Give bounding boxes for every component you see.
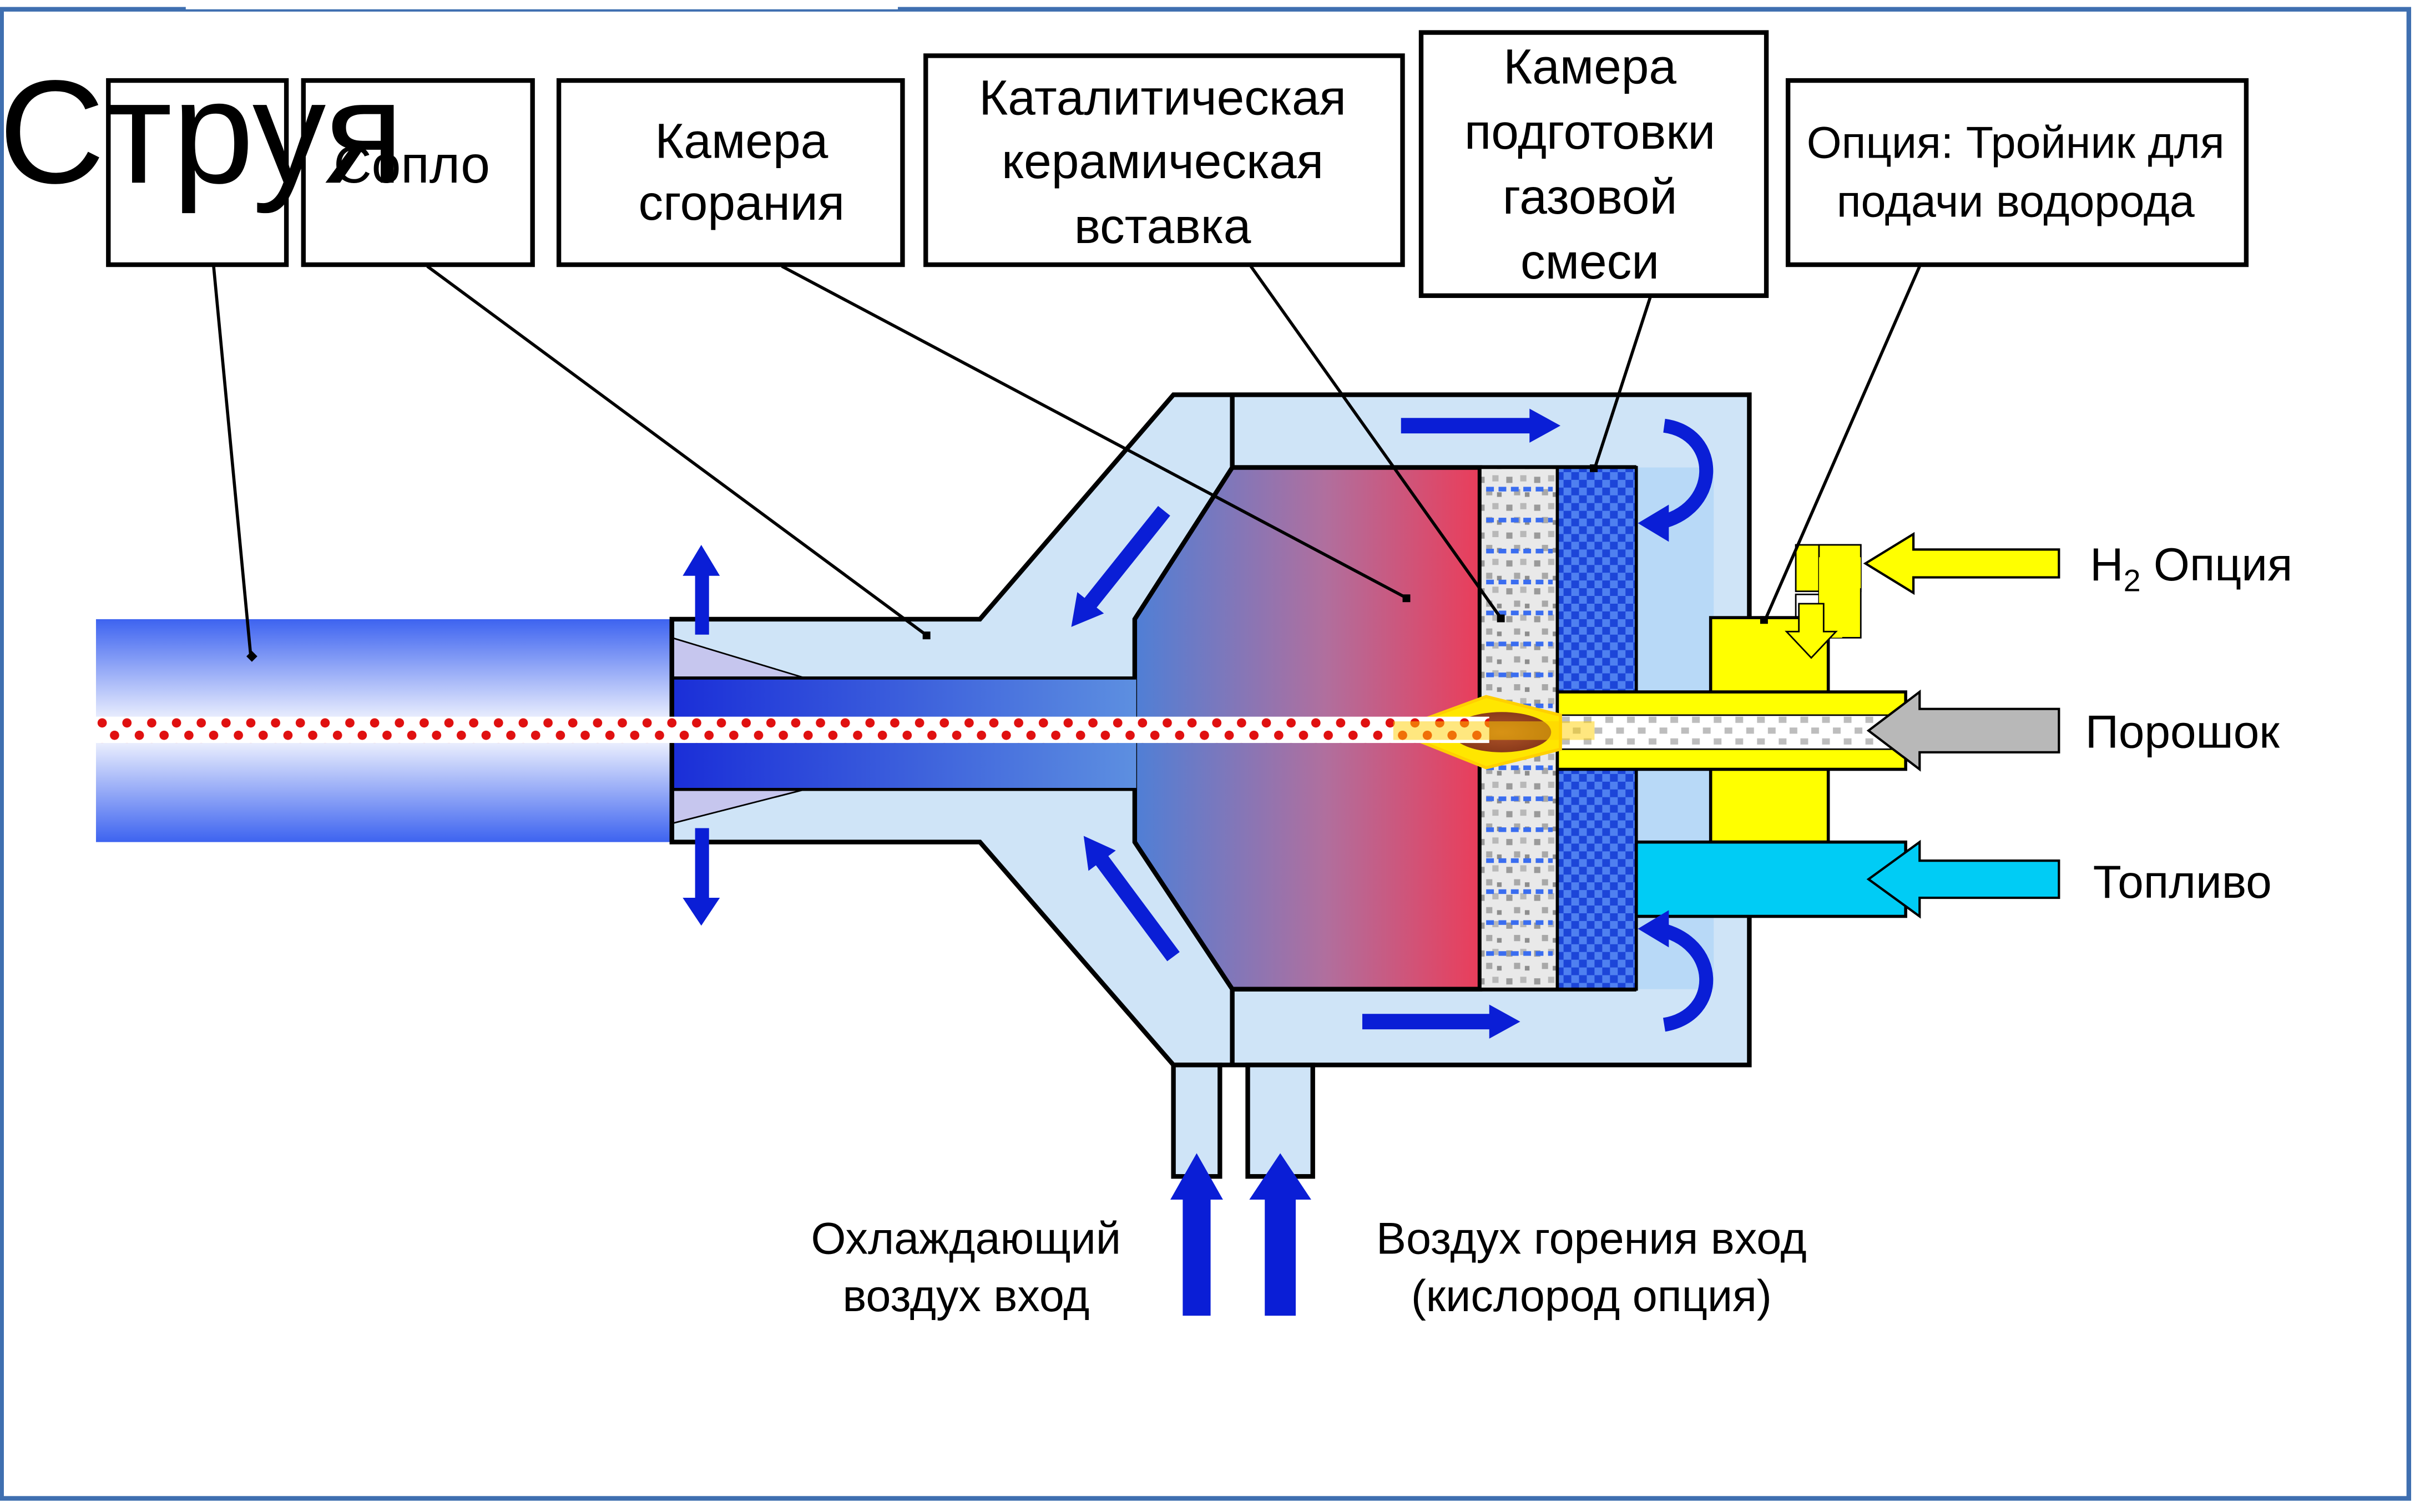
return-arrow-bottom-head <box>1638 910 1669 948</box>
h2-tee-label-line1: Опция: Тройник для <box>1807 118 2225 168</box>
h2-tee-label-box <box>1785 78 2249 267</box>
return-arrow-top <box>1655 418 1714 530</box>
callouts <box>106 30 2249 662</box>
flow-arrow-upper-diagonal <box>1071 505 1170 627</box>
cooling-air-label-line1: Охлаждающий <box>811 1214 1121 1264</box>
fuel-label: Топливо <box>2093 856 2272 908</box>
label-texts: Струя Сопло Камера сгорания Каталитическ… <box>0 39 2292 1321</box>
gas-prep-label-line4: смеси <box>1520 234 1659 289</box>
h2-down-arrow <box>1785 603 1838 659</box>
flow-arrow-bottom <box>1362 1004 1520 1039</box>
cooling-air-arrow <box>1170 1153 1223 1316</box>
combustion-label-box <box>556 78 905 267</box>
h2-option-text: Опция <box>2141 538 2293 590</box>
combustion-air-label-line1: Воздух горения вход <box>1376 1214 1807 1264</box>
nozzle-label: Сопло <box>334 135 490 194</box>
flow-arrows <box>1071 408 1714 1039</box>
inlet-arrows <box>1785 532 2060 919</box>
h2-inlet-arrow <box>1863 532 2060 595</box>
powder-inlet-arrow <box>1866 689 2060 772</box>
h2-tee-label-line2: подачи водорода <box>1837 177 2195 227</box>
gas-prep-label-box <box>1418 30 1769 299</box>
flow-arrow-lower-diagonal <box>1083 836 1180 962</box>
jet-label: Струя <box>0 50 404 215</box>
powder-label: Порошок <box>2085 705 2280 757</box>
powder-feed-line <box>1557 714 1906 750</box>
catalytic-label-line3: вставка <box>1074 198 1251 254</box>
flow-arrow-top <box>1401 408 1561 443</box>
catalytic-label-line2: керамическая <box>1002 133 1323 189</box>
cooling-air-label-line2: воздух вход <box>842 1271 1089 1321</box>
combustion-label-line1: Камера <box>655 113 828 169</box>
gas-prep-label-line3: газовой <box>1503 169 1678 224</box>
jet-label-box <box>106 78 289 267</box>
particle-stream <box>95 716 1595 744</box>
return-arrow-top-head <box>1638 504 1669 542</box>
return-arrow-bottom <box>1655 922 1714 1032</box>
h2-subscript: 2 <box>2124 563 2141 598</box>
combustion-air-label-line2: (кислород опция) <box>1411 1271 1772 1321</box>
bottom-inlet-arrows <box>1170 1153 1311 1316</box>
combustion-air-arrow <box>1249 1153 1311 1316</box>
combustion-label-line2: сгорания <box>638 175 845 230</box>
insert-flow-channels <box>1486 487 1553 956</box>
h2-option-label: H2 Опция <box>2090 538 2292 598</box>
catalytic-label-line1: Каталитическая <box>979 69 1346 125</box>
catalytic-label-box <box>923 53 1405 267</box>
gas-prep-label-line2: подготовки <box>1464 104 1715 159</box>
fuel-inlet-pipe <box>1634 840 1907 918</box>
h2-symbol: H <box>2090 538 2123 590</box>
cooling-exit-arrows <box>683 544 720 926</box>
gas-prep-label-line1: Камера <box>1503 39 1676 94</box>
nozzle-label-box <box>301 78 535 267</box>
fuel-inlet-arrow <box>1866 840 2060 919</box>
